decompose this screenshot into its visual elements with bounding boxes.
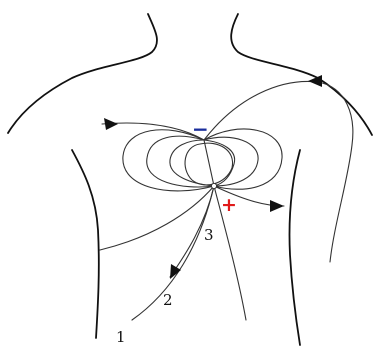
torso-outline (8, 14, 372, 345)
dipole-axis (204, 140, 214, 186)
right-arm-inner (289, 150, 300, 345)
current-line-lead1 (132, 186, 214, 320)
arrow-upper-left-icon (104, 118, 118, 130)
neck-left (8, 14, 157, 133)
lead-1-label: 1 (116, 328, 126, 346)
lead-2-label: 2 (163, 291, 173, 309)
negative-pole-sign: − (192, 117, 209, 141)
current-line-upper-left (102, 123, 204, 140)
positive-pole-sign: + (221, 194, 237, 216)
left-arm-inner (72, 150, 99, 338)
positive-pole-dot (211, 183, 216, 188)
lead-3-label: 3 (204, 226, 214, 244)
current-line-left (100, 186, 214, 250)
arrow-right-icon (270, 200, 284, 212)
